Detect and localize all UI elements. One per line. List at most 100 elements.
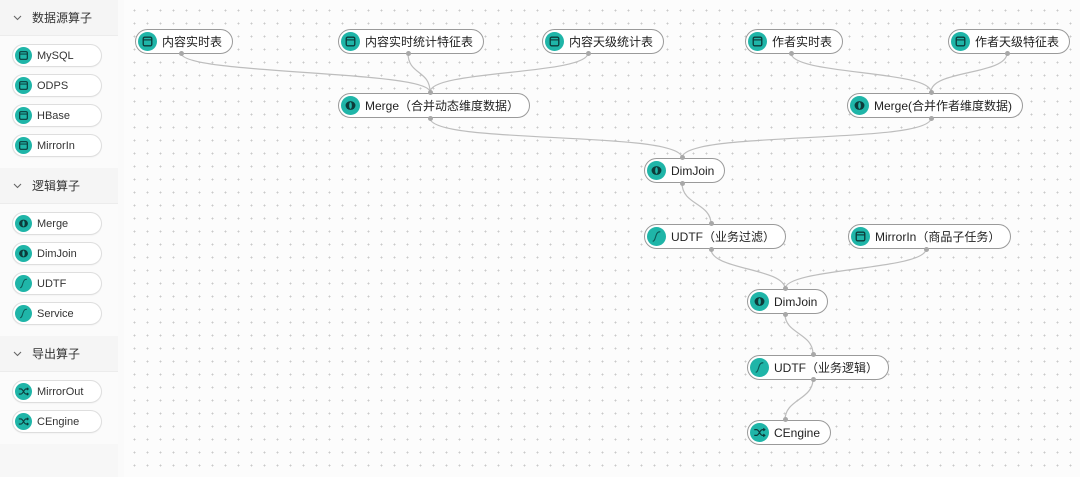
chevron-down-icon	[12, 181, 22, 191]
palette-item-label: UDTF	[37, 277, 67, 290]
output-port[interactable]	[783, 312, 788, 317]
node-label: 内容实时表	[162, 35, 223, 49]
output-port[interactable]	[428, 116, 433, 121]
output-port[interactable]	[179, 51, 184, 56]
output-port[interactable]	[709, 247, 714, 252]
function-icon	[15, 305, 32, 322]
node-dimjoin-2[interactable]: DimJoin	[747, 289, 829, 314]
node-author-realtime[interactable]: 作者实时表	[745, 29, 844, 54]
merge-icon	[750, 292, 769, 311]
node-label: CEngine	[774, 425, 821, 440]
group-body-datasource: MySQL ODPS HBase MirrorIn	[0, 36, 118, 168]
group-title: 逻辑算子	[32, 179, 81, 193]
table-icon	[951, 32, 970, 51]
input-port[interactable]	[428, 90, 433, 95]
node-label: Merge(合并作者维度数据)	[874, 99, 1013, 113]
table-icon	[15, 77, 32, 94]
group-title: 数据源算子	[32, 11, 93, 25]
palette-item-label: MirrorIn	[37, 139, 75, 152]
merge-icon	[15, 215, 32, 232]
input-port[interactable]	[680, 155, 685, 160]
output-port[interactable]	[811, 377, 816, 382]
palette-item-merge[interactable]: Merge	[12, 212, 102, 235]
node-label: UDTF（业务逻辑）	[774, 361, 878, 375]
node-label: MirrorIn（商品子任务）	[875, 230, 1001, 244]
output-port[interactable]	[406, 51, 411, 56]
node-label: 内容实时统计特征表	[365, 35, 474, 49]
input-port[interactable]	[783, 286, 788, 291]
table-icon	[851, 227, 870, 246]
palette-item-label: ODPS	[37, 79, 69, 92]
palette-item-hbase[interactable]: HBase	[12, 104, 102, 127]
input-port[interactable]	[783, 417, 788, 422]
merge-icon	[647, 161, 666, 180]
node-label: 内容天级统计表	[569, 35, 654, 49]
node-content-realtime-stats[interactable]: 内容实时统计特征表	[338, 29, 485, 54]
palette-item-mirrorout[interactable]: MirrorOut	[12, 380, 102, 403]
merge-icon	[15, 245, 32, 262]
function-icon	[750, 358, 769, 377]
palette-item-label: Merge	[37, 217, 69, 230]
palette-item-label: CEngine	[37, 415, 80, 428]
table-icon	[545, 32, 564, 51]
output-port[interactable]	[1005, 51, 1010, 56]
node-label: 作者实时表	[772, 35, 833, 49]
chevron-down-icon	[12, 13, 22, 23]
palette-item-dimjoin[interactable]: DimJoin	[12, 242, 102, 265]
output-port[interactable]	[586, 51, 591, 56]
node-udtf-logic[interactable]: UDTF（业务逻辑）	[747, 355, 889, 380]
node-label: Merge（合并动态维度数据）	[365, 99, 520, 113]
input-port[interactable]	[811, 352, 816, 357]
output-port[interactable]	[680, 181, 685, 186]
palette-item-label: DimJoin	[37, 247, 77, 260]
node-label: UDTF（业务过滤）	[671, 230, 775, 244]
node-merge-author[interactable]: Merge(合并作者维度数据)	[847, 93, 1024, 118]
function-icon	[647, 227, 666, 246]
chevron-down-icon	[12, 349, 22, 359]
group-header-datasource[interactable]: 数据源算子	[0, 0, 118, 36]
shuffle-icon	[15, 383, 32, 400]
palette-item-odps[interactable]: ODPS	[12, 74, 102, 97]
shuffle-icon	[15, 413, 32, 430]
palette-item-udtf[interactable]: UDTF	[12, 272, 102, 295]
node-label: DimJoin	[774, 294, 818, 309]
group-body-export: MirrorOut CEngine	[0, 372, 118, 444]
node-merge-dynamic[interactable]: Merge（合并动态维度数据）	[338, 93, 531, 118]
group-header-logic[interactable]: 逻辑算子	[0, 168, 118, 204]
input-port[interactable]	[709, 221, 714, 226]
output-port[interactable]	[929, 116, 934, 121]
palette-item-service[interactable]: Service	[12, 302, 102, 325]
node-content-realtime[interactable]: 内容实时表	[135, 29, 234, 54]
palette-item-cengine[interactable]: CEngine	[12, 410, 102, 433]
node-label: 作者天级特征表	[975, 35, 1060, 49]
function-icon	[15, 275, 32, 292]
node-content-daily-stats[interactable]: 内容天级统计表	[542, 29, 665, 54]
merge-icon	[341, 96, 360, 115]
output-port[interactable]	[789, 51, 794, 56]
group-body-logic: Merge DimJoin UDTF Service	[0, 204, 118, 336]
shuffle-icon	[750, 423, 769, 442]
node-mirrorin-goods[interactable]: MirrorIn（商品子任务）	[848, 224, 1012, 249]
table-icon	[748, 32, 767, 51]
table-icon	[15, 137, 32, 154]
node-udtf-filter[interactable]: UDTF（业务过滤）	[644, 224, 786, 249]
node-label: DimJoin	[671, 163, 715, 178]
operator-palette: 数据源算子 MySQL ODPS HBase MirrorIn 逻辑算子 Mer…	[0, 0, 118, 477]
table-icon	[15, 47, 32, 64]
palette-item-mysql[interactable]: MySQL	[12, 44, 102, 67]
palette-item-label: Service	[37, 307, 74, 320]
group-header-export[interactable]: 导出算子	[0, 336, 118, 372]
input-port[interactable]	[929, 90, 934, 95]
node-cengine[interactable]: CEngine	[747, 420, 832, 445]
palette-item-label: HBase	[37, 109, 71, 122]
merge-icon	[850, 96, 869, 115]
palette-item-label: MirrorOut	[37, 385, 84, 398]
palette-item-mirrorin[interactable]: MirrorIn	[12, 134, 102, 157]
output-port[interactable]	[924, 247, 929, 252]
group-title: 导出算子	[32, 347, 81, 361]
node-author-daily-features[interactable]: 作者天级特征表	[948, 29, 1071, 54]
table-icon	[138, 32, 157, 51]
node-dimjoin-1[interactable]: DimJoin	[644, 158, 726, 183]
table-icon	[341, 32, 360, 51]
